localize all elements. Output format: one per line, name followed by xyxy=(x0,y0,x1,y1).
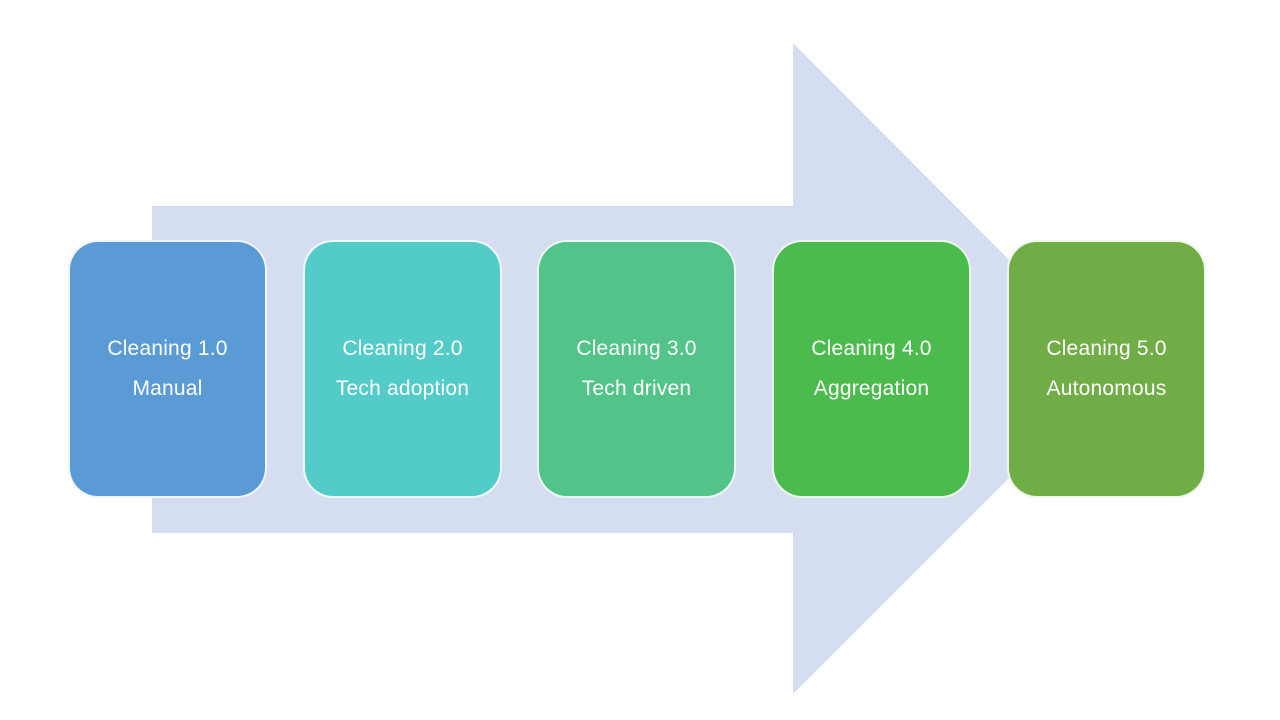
stage-title: Cleaning 2.0 xyxy=(342,337,463,360)
stage-card-2: Cleaning 2.0 Tech adoption xyxy=(303,240,502,498)
stage-title: Cleaning 1.0 xyxy=(107,337,228,360)
stage-subtitle: Autonomous xyxy=(1046,377,1167,400)
stage-subtitle: Manual xyxy=(132,377,203,400)
stage-title: Cleaning 4.0 xyxy=(811,337,932,360)
stage-title: Cleaning 3.0 xyxy=(576,337,697,360)
stage-subtitle: Tech adoption xyxy=(335,377,470,400)
stage-card-1: Cleaning 1.0 Manual xyxy=(68,240,267,498)
stage-card-3: Cleaning 3.0 Tech driven xyxy=(537,240,736,498)
stage-card-5: Cleaning 5.0 Autonomous xyxy=(1007,240,1206,498)
stage-title: Cleaning 5.0 xyxy=(1046,337,1167,360)
stage-subtitle: Aggregation xyxy=(813,377,930,400)
stage-subtitle: Tech driven xyxy=(581,377,692,400)
stage-card-4: Cleaning 4.0 Aggregation xyxy=(772,240,971,498)
